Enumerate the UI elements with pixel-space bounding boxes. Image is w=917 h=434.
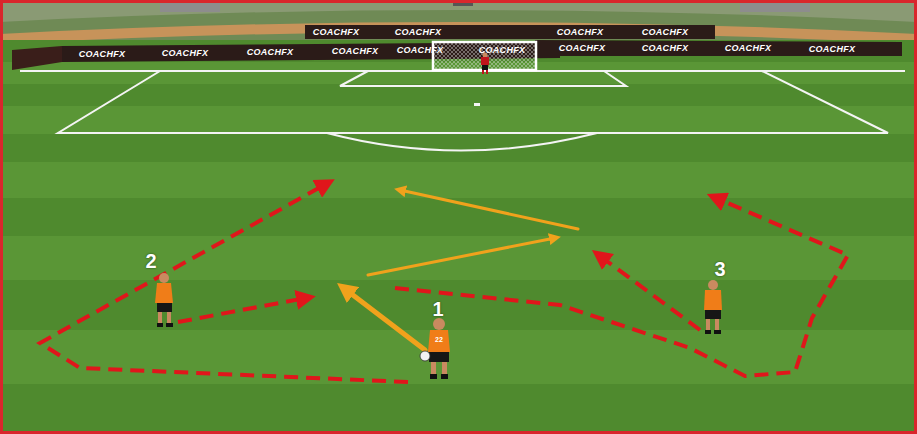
player-number: 2 bbox=[145, 251, 156, 271]
banner-text: COACHFX bbox=[313, 28, 360, 37]
banner-text: COACHFX bbox=[725, 44, 772, 53]
player-number: 3 bbox=[714, 259, 725, 279]
banner-text: COACHFX bbox=[479, 46, 526, 55]
player-figure bbox=[420, 318, 450, 379]
player-figure bbox=[704, 280, 722, 334]
banner-text: COACHFX bbox=[332, 47, 379, 56]
jersey-number: 22 bbox=[435, 336, 443, 343]
banner-text: COACHFX bbox=[642, 28, 689, 37]
player-number: 1 bbox=[432, 299, 443, 319]
banner-text: COACHFX bbox=[557, 28, 604, 37]
player-figure bbox=[155, 273, 173, 327]
banner-text: COACHFX bbox=[162, 49, 209, 58]
banner-text: COACHFX bbox=[642, 44, 689, 53]
goalkeeper bbox=[481, 53, 489, 75]
banner-text: COACHFX bbox=[397, 46, 444, 55]
banner-text: COACHFX bbox=[395, 28, 442, 37]
banner-text: COACHFX bbox=[809, 45, 856, 54]
banner-text: COACHFX bbox=[559, 44, 606, 53]
banner-text: COACHFX bbox=[79, 50, 126, 59]
banner-text: COACHFX bbox=[247, 48, 294, 57]
